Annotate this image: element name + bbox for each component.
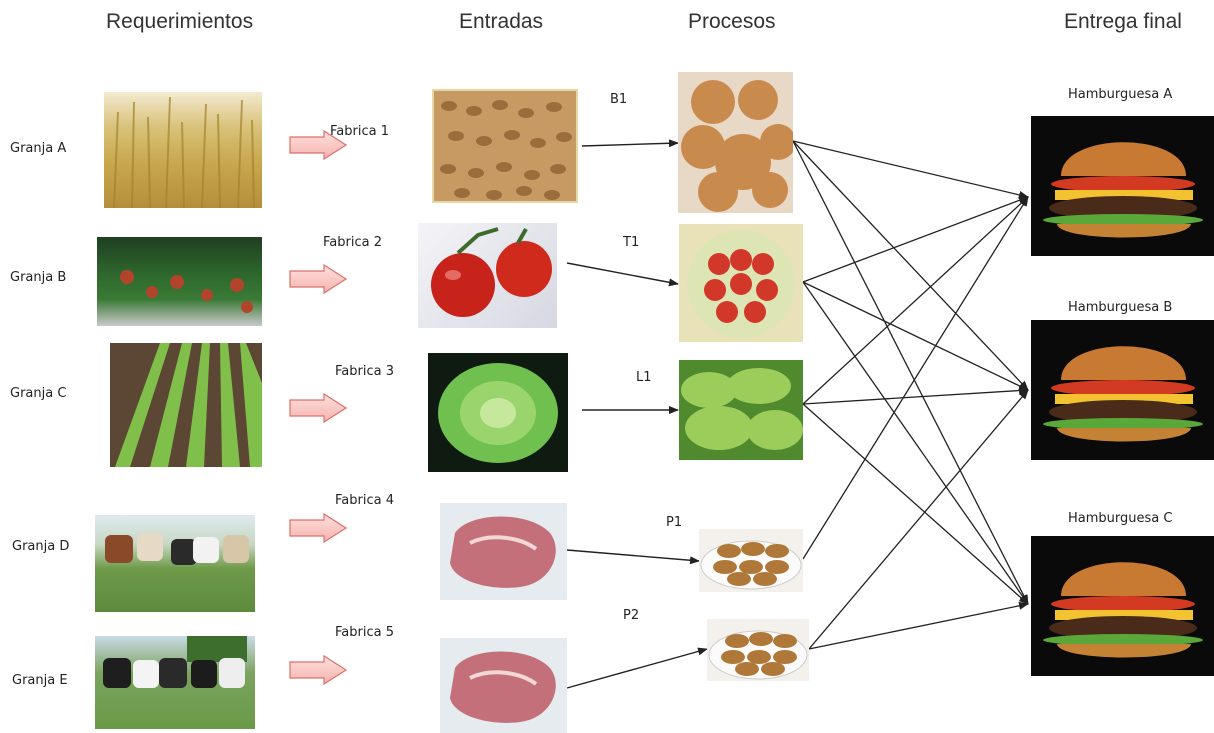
- hamburger-shape-a: [1043, 142, 1203, 238]
- arrow-b1-hc: [792, 140, 1029, 605]
- arrow-p2-hc: [808, 601, 1029, 650]
- arrow-entrada2-t1: [566, 262, 679, 287]
- arrow-t1-hb: [802, 281, 1029, 391]
- beef-shape-2: [450, 651, 556, 723]
- hamburger-image-b: [1031, 320, 1214, 460]
- patties-plate-1: [700, 540, 802, 590]
- granja-a-label: Granja A: [10, 141, 67, 156]
- wheat-grains-image: [432, 89, 578, 203]
- bun-shapes: [681, 80, 793, 212]
- beef-shape-1: [450, 516, 556, 588]
- proceso-p1-label: P1: [666, 515, 683, 530]
- arrow-b1-ha: [792, 140, 1029, 199]
- raw-beef-image-1: [440, 503, 567, 600]
- proceso-l1-label: L1: [636, 370, 652, 385]
- granja-e-label: Granja E: [12, 673, 68, 688]
- sliced-tomato-image: [679, 224, 803, 342]
- patties-image-2: [707, 619, 809, 681]
- tomato-plants-image: [97, 237, 262, 326]
- lettuce-rows: [115, 343, 262, 467]
- lettuce-leaves-image: [679, 360, 803, 460]
- hamburger-shape-b: [1043, 346, 1203, 442]
- header-procesos: Procesos: [688, 10, 776, 33]
- lettuce-leaves-shapes: [681, 368, 803, 450]
- arrow-l1-hb: [802, 386, 1029, 405]
- lettuce-rows-image: [110, 343, 262, 467]
- hamburger-shape-c: [1043, 562, 1203, 658]
- tomato-shapes: [431, 227, 552, 317]
- patties-image-1: [699, 529, 803, 592]
- arrow-p1-ha: [802, 196, 1029, 560]
- tomato-fruits: [120, 270, 253, 313]
- bread-buns-image: [678, 72, 793, 213]
- hamburger-image-c: [1031, 536, 1214, 676]
- block-arrow-c: [289, 392, 348, 424]
- arrow-entrada4-p1: [566, 549, 700, 565]
- arrow-l1-hc: [802, 403, 1029, 605]
- wheat-field-image: [104, 92, 262, 208]
- fabrica-3-label: Fabrica 3: [335, 364, 394, 379]
- wheat-stalks: [113, 96, 255, 208]
- hamburger-image-a: [1031, 116, 1214, 256]
- lettuce-head-image: [428, 353, 568, 472]
- tomatoes-image: [418, 223, 557, 328]
- proceso-p2-label: P2: [623, 608, 640, 623]
- fabrica-5-label: Fabrica 5: [335, 625, 394, 640]
- proceso-t1-label: T1: [623, 235, 640, 250]
- arrow-entrada1-b1: [581, 139, 679, 148]
- fabrica-4-label: Fabrica 4: [335, 493, 394, 508]
- hamburguesa-c-label: Hamburguesa C: [1068, 511, 1173, 526]
- granja-c-label: Granja C: [10, 386, 67, 401]
- dairy-cow-shapes: [103, 636, 247, 688]
- proceso-b1-label: B1: [610, 92, 628, 107]
- arrow-t1-ha: [802, 196, 1029, 283]
- block-arrow-e: [289, 654, 348, 686]
- fabrica-1-label: Fabrica 1: [330, 124, 389, 139]
- arrow-t1-hc: [802, 281, 1029, 605]
- raw-beef-image-2: [440, 638, 567, 733]
- hamburguesa-a-label: Hamburguesa A: [1068, 87, 1173, 102]
- arrow-b1-hb: [792, 140, 1029, 391]
- arrow-p2-hb: [808, 389, 1029, 650]
- lettuce-head-shape: [438, 363, 558, 463]
- block-arrow-b: [289, 263, 348, 295]
- header-entrega-final: Entrega final: [1064, 10, 1182, 33]
- cattle-image: [95, 515, 255, 612]
- header-requerimientos: Requerimientos: [106, 10, 254, 33]
- arrow-entrada5-p2: [566, 647, 708, 689]
- header-entradas: Entradas: [459, 10, 544, 33]
- dairy-cows-image: [95, 636, 255, 729]
- cattle-shapes: [105, 533, 249, 565]
- hamburguesa-b-label: Hamburguesa B: [1068, 300, 1173, 315]
- granja-b-label: Granja B: [10, 270, 67, 285]
- grain-pattern: [440, 100, 572, 200]
- patties-plate-2: [708, 630, 808, 680]
- arrow-l1-ha: [802, 196, 1029, 405]
- granja-d-label: Granja D: [12, 539, 70, 554]
- fabrica-2-label: Fabrica 2: [323, 235, 382, 250]
- block-arrow-d: [289, 512, 348, 544]
- sliced-tomato-plate: [687, 230, 795, 338]
